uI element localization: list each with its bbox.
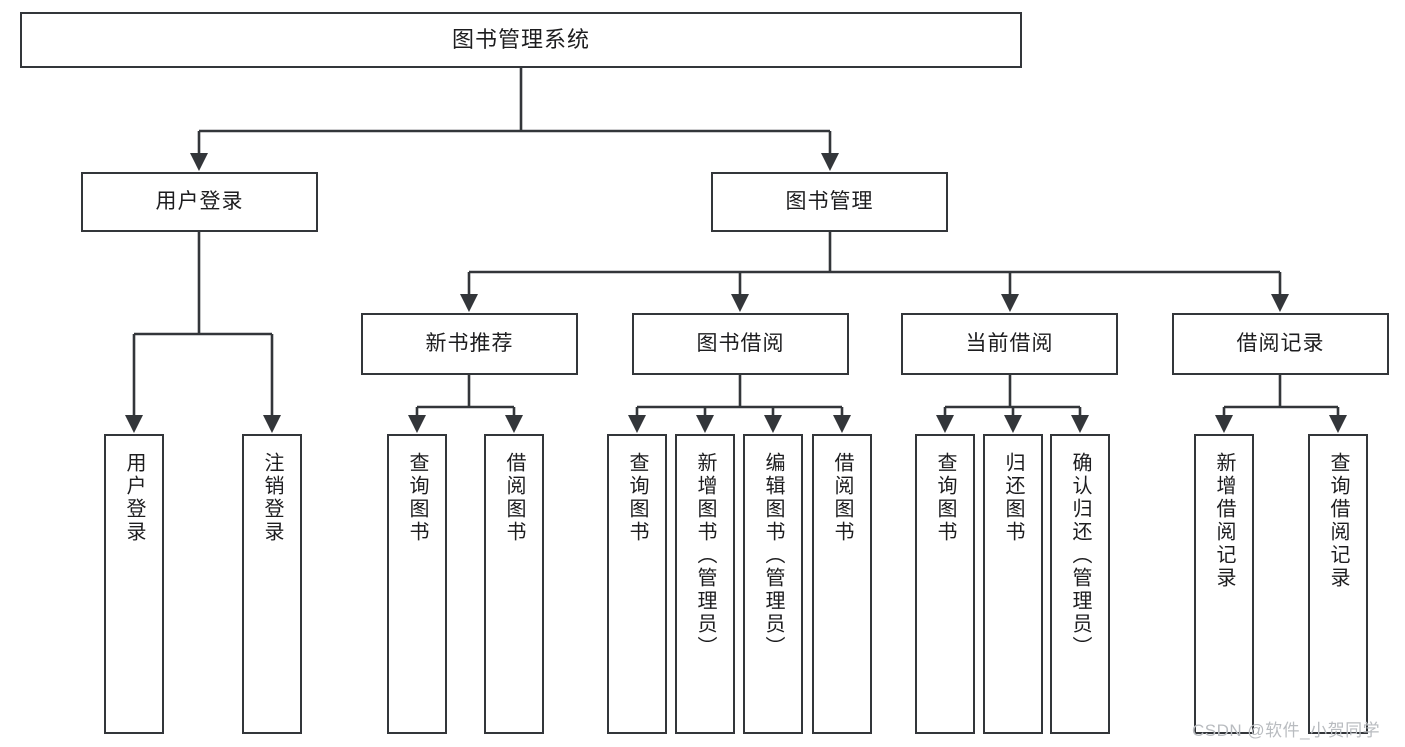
node-label: 用户登录 bbox=[123, 452, 145, 544]
node-label: 图书借阅 bbox=[696, 331, 785, 355]
node-current-borrow[interactable]: 当前借阅 bbox=[901, 313, 1118, 375]
node-label: 借阅记录 bbox=[1236, 331, 1325, 355]
node-book-borrow[interactable]: 图书借阅 bbox=[632, 313, 849, 375]
node-label: 归还图书 bbox=[1002, 452, 1024, 544]
node-label: 编辑图书（管理员） bbox=[762, 452, 784, 659]
leaf-query-borrow-record[interactable]: 查询借阅记录 bbox=[1308, 434, 1368, 734]
node-label: 确认归还（管理员） bbox=[1069, 452, 1091, 659]
node-label: 借阅图书 bbox=[503, 452, 525, 544]
leaf-borrow-book[interactable]: 借阅图书 bbox=[812, 434, 872, 734]
node-label: 新增借阅记录 bbox=[1213, 452, 1235, 590]
leaf-add-borrow-record[interactable]: 新增借阅记录 bbox=[1194, 434, 1254, 734]
node-label: 查询图书 bbox=[626, 452, 648, 544]
node-label: 注销登录 bbox=[261, 452, 283, 544]
node-root-system[interactable]: 图书管理系统 bbox=[20, 12, 1022, 68]
leaf-borrow-book-newbook[interactable]: 借阅图书 bbox=[484, 434, 544, 734]
leaf-logout[interactable]: 注销登录 bbox=[242, 434, 302, 734]
leaf-query-book-current[interactable]: 查询图书 bbox=[915, 434, 975, 734]
csdn-watermark: CSDN @软件_小贺同学 bbox=[1192, 721, 1381, 740]
leaf-confirm-return-admin[interactable]: 确认归还（管理员） bbox=[1050, 434, 1110, 734]
node-label: 用户登录 bbox=[155, 189, 244, 213]
node-label: 查询图书 bbox=[406, 452, 428, 544]
node-label: 借阅图书 bbox=[831, 452, 853, 544]
leaf-return-book[interactable]: 归还图书 bbox=[983, 434, 1043, 734]
node-label: 当前借阅 bbox=[965, 331, 1054, 355]
node-new-book-recommend[interactable]: 新书推荐 bbox=[361, 313, 578, 375]
node-label: 图书管理 bbox=[785, 189, 874, 213]
leaf-query-book-borrow[interactable]: 查询图书 bbox=[607, 434, 667, 734]
leaf-query-book-newbook[interactable]: 查询图书 bbox=[387, 434, 447, 734]
leaf-user-login[interactable]: 用户登录 bbox=[104, 434, 164, 734]
node-label: 查询图书 bbox=[934, 452, 956, 544]
node-label: 图书管理系统 bbox=[451, 27, 590, 53]
node-user-login[interactable]: 用户登录 bbox=[81, 172, 318, 232]
node-label: 查询借阅记录 bbox=[1327, 452, 1349, 590]
node-book-management[interactable]: 图书管理 bbox=[711, 172, 948, 232]
node-label: 新增图书（管理员） bbox=[694, 452, 716, 659]
node-label: 新书推荐 bbox=[425, 331, 514, 355]
leaf-edit-book-admin[interactable]: 编辑图书（管理员） bbox=[743, 434, 803, 734]
leaf-add-book-admin[interactable]: 新增图书（管理员） bbox=[675, 434, 735, 734]
node-borrow-record[interactable]: 借阅记录 bbox=[1172, 313, 1389, 375]
